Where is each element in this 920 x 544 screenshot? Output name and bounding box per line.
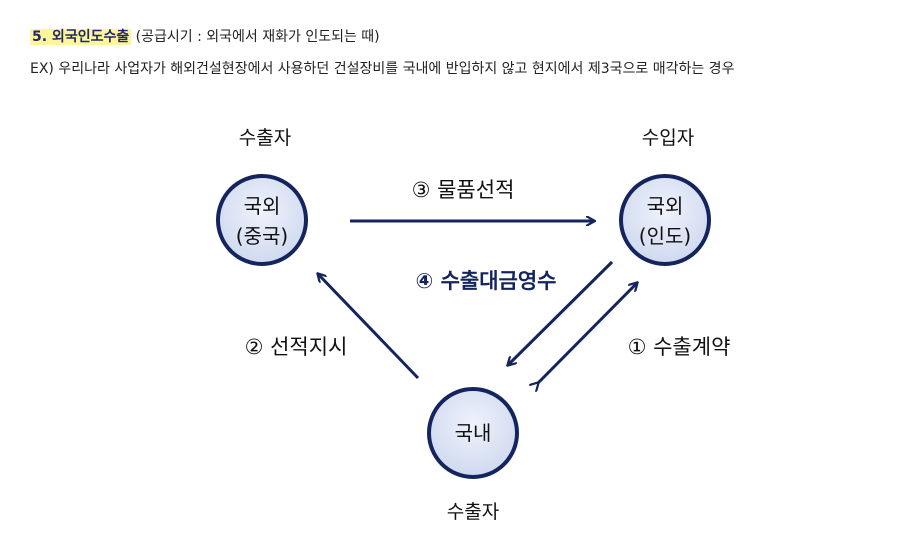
right-node-sublabel: (인도) (639, 224, 691, 248)
contract-arrow (538, 283, 637, 383)
bottom-node-role: 수출자 (447, 501, 499, 523)
step-contract-label: ① 수출계약 (628, 335, 731, 359)
right-node-label: 국외 (647, 194, 684, 218)
left-node-role: 수출자 (239, 127, 291, 149)
left-node-circle (216, 174, 308, 266)
shipping-order-arrow (318, 274, 420, 380)
section-heading: 5. 외국인도수출 (공급시기 : 외국에서 재화가 인도되는 때) (30, 26, 380, 46)
bottom-node-circle (427, 387, 519, 479)
step-shipment-label: ③ 물품선적 (412, 178, 515, 202)
right-node-role: 수입자 (642, 127, 694, 149)
left-node-label: 국외 (244, 194, 281, 218)
left-node-sublabel: (중국) (236, 224, 288, 248)
example-text: EX) 우리나라 사업자가 해외건설현장에서 사용하던 건설장비를 국내에 반입… (30, 61, 735, 77)
step-shipping-order-label: ② 선적지시 (245, 335, 348, 359)
section-title: 5. 외국인도수출 (30, 29, 132, 45)
bottom-node-label: 국내 (455, 421, 492, 445)
step-payment-label: ④ 수출대금영수 (415, 269, 556, 293)
section-subtitle: (공급시기 : 외국에서 재화가 인도되는 때) (135, 29, 380, 45)
right-node-circle (619, 174, 711, 266)
